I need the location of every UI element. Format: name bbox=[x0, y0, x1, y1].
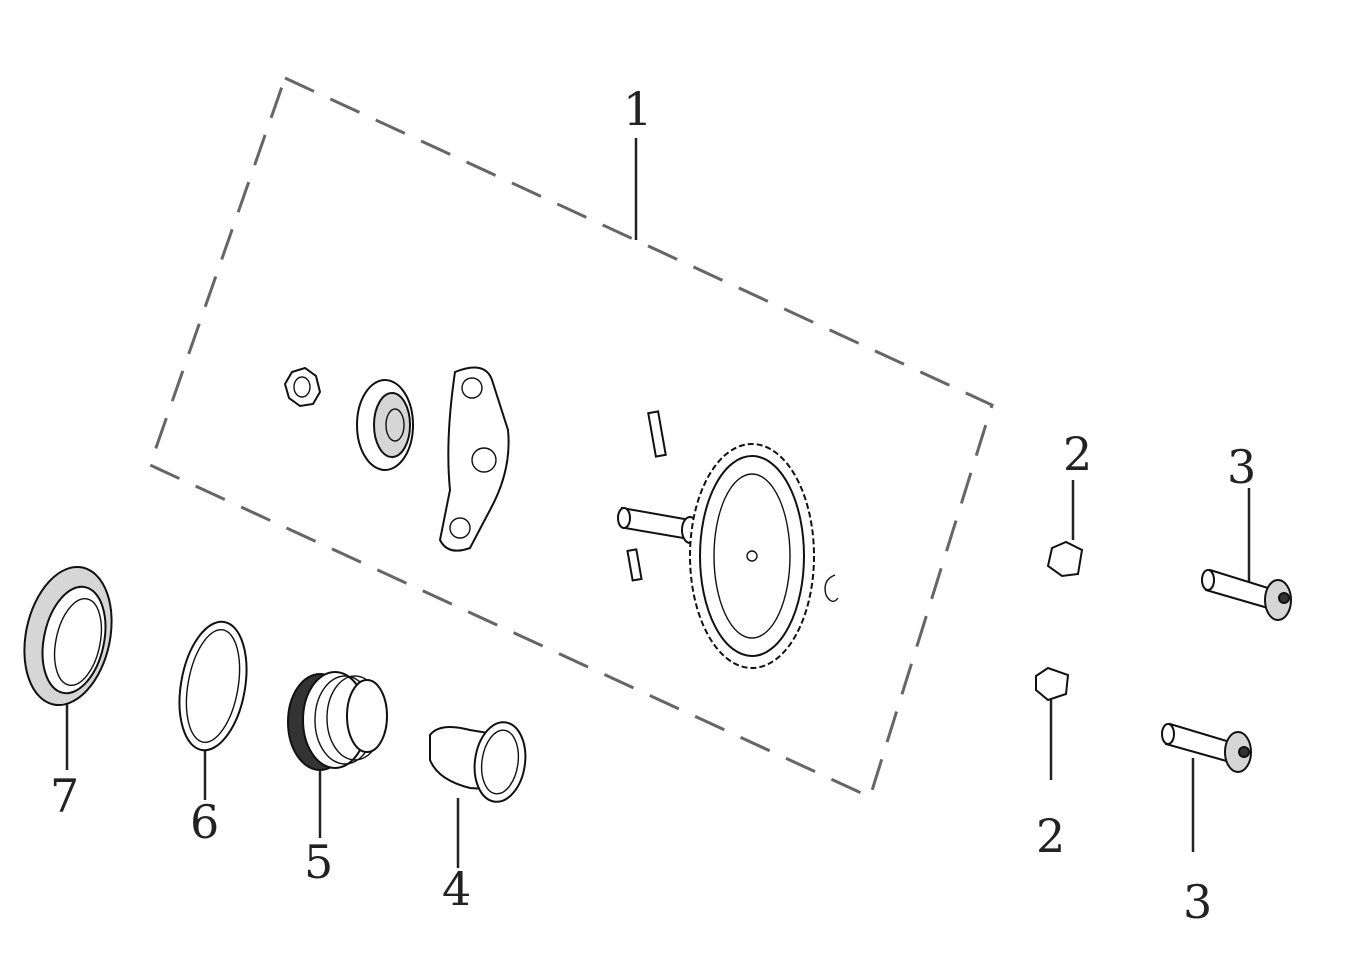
callout-7: 7 bbox=[50, 769, 79, 823]
callout-2-lower: 2 bbox=[1036, 809, 1065, 863]
spring-part bbox=[287, 671, 388, 771]
callout-5: 5 bbox=[304, 835, 333, 889]
dowel-part-lower bbox=[1035, 666, 1070, 702]
callout-3-lower: 3 bbox=[1183, 875, 1212, 929]
oil-seal-part bbox=[23, 565, 113, 707]
bolt-part-lower bbox=[1161, 722, 1252, 773]
assembly-boundary bbox=[148, 75, 994, 800]
pin-part bbox=[626, 410, 667, 582]
o-ring-part bbox=[178, 620, 248, 752]
dowel-part-upper bbox=[1046, 540, 1084, 578]
shaft-part bbox=[617, 506, 699, 544]
circlip-part bbox=[824, 574, 839, 603]
callout-2-upper: 2 bbox=[1063, 427, 1092, 481]
bolt-part-upper bbox=[1201, 568, 1292, 621]
sleeve-part bbox=[429, 721, 527, 803]
callout-6: 6 bbox=[190, 795, 219, 849]
gear-nut-part bbox=[283, 366, 322, 408]
callout-3-upper: 3 bbox=[1227, 440, 1256, 494]
callout-1: 1 bbox=[623, 82, 652, 136]
callout-4: 4 bbox=[442, 862, 471, 916]
bearing-part bbox=[356, 379, 414, 471]
pump-gear-part bbox=[689, 443, 815, 669]
pump-cover-part bbox=[438, 366, 510, 552]
